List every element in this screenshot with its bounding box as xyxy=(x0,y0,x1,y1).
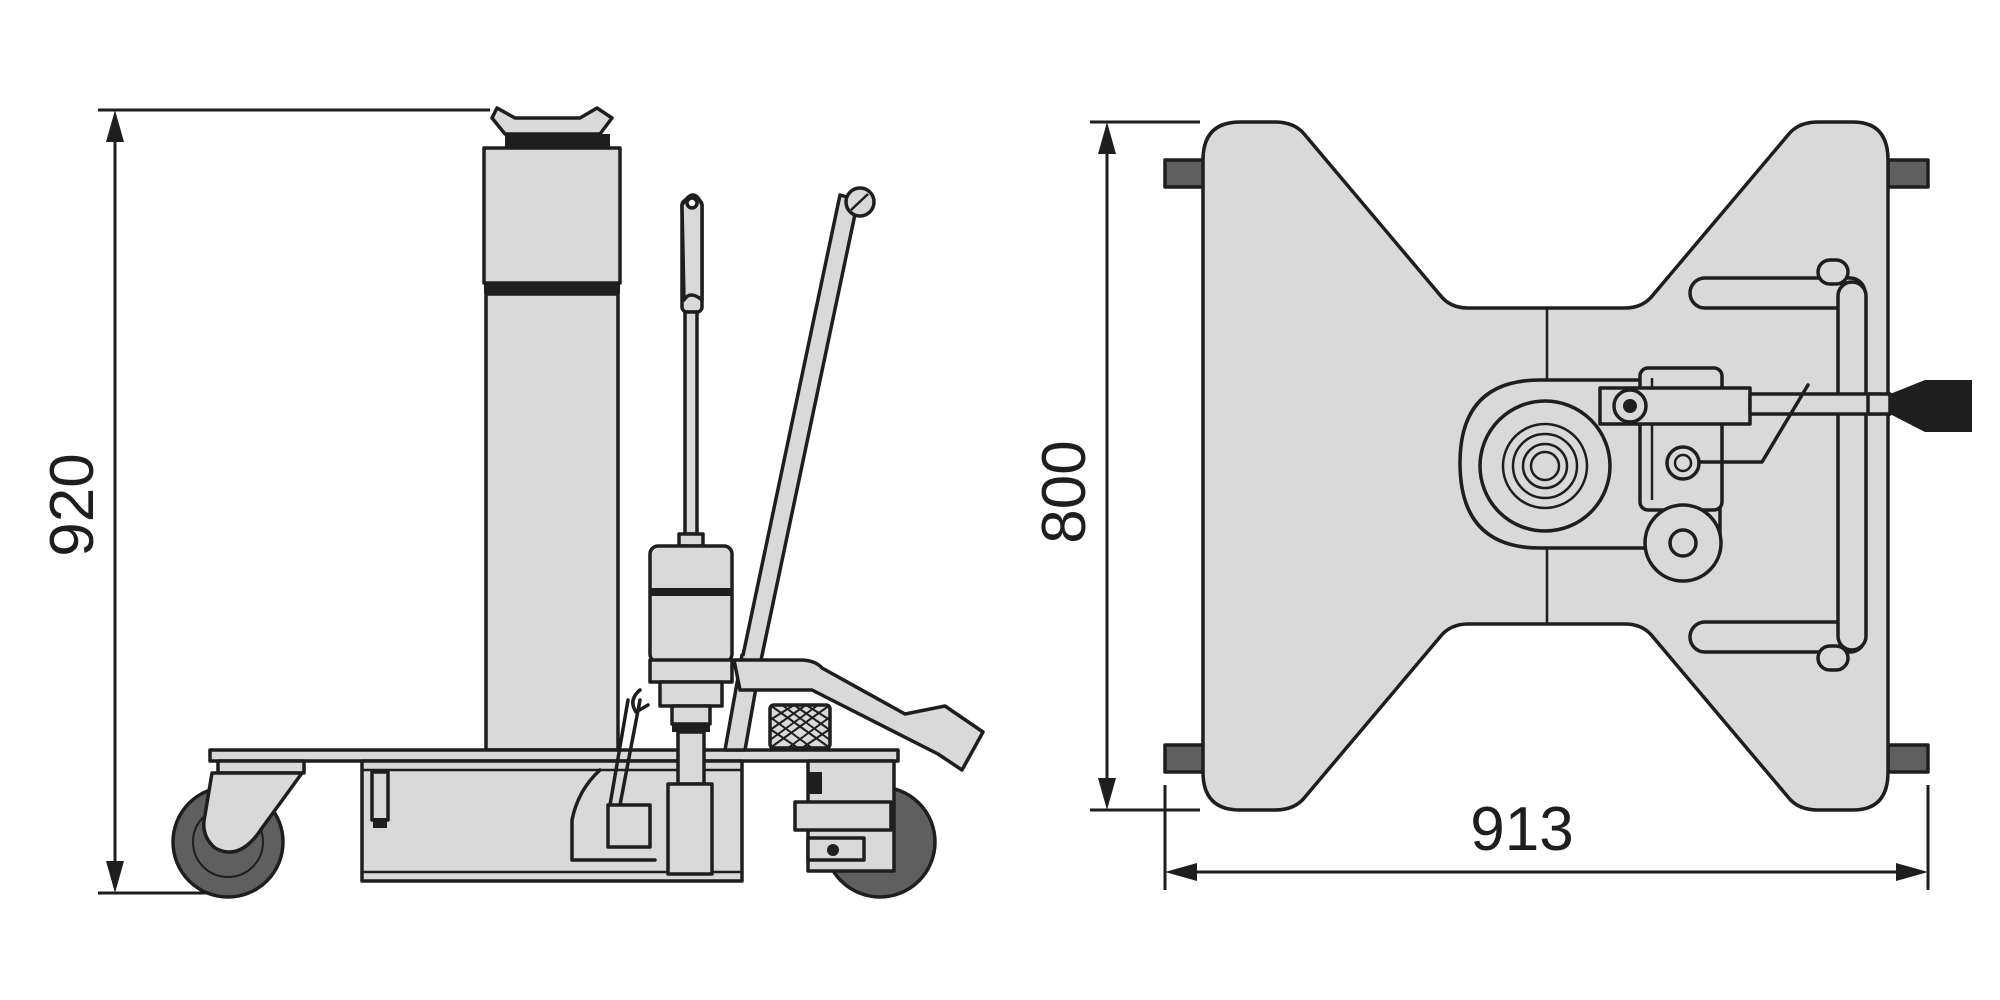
height-label: 920 xyxy=(38,453,107,556)
depth-dimension: 800 xyxy=(1030,120,1200,812)
jack-column xyxy=(482,106,622,752)
depth-label: 800 xyxy=(1030,440,1099,543)
left-caster-wheel xyxy=(171,759,306,899)
width-dimension: 913 xyxy=(1163,785,1930,890)
release-linkage xyxy=(570,698,657,862)
width-label: 913 xyxy=(1470,795,1573,864)
right-caster-wheel xyxy=(793,759,937,899)
foot-pedal xyxy=(732,658,985,772)
handle-rails xyxy=(1688,258,1868,672)
top-view: 800 913 xyxy=(1030,120,1972,890)
height-dimension: 920 xyxy=(38,108,490,895)
side-view: 920 xyxy=(38,106,985,899)
pump-assembly-top xyxy=(1598,366,1972,583)
wheel-stubs xyxy=(1163,158,1930,774)
hydraulic-pump xyxy=(631,193,734,876)
